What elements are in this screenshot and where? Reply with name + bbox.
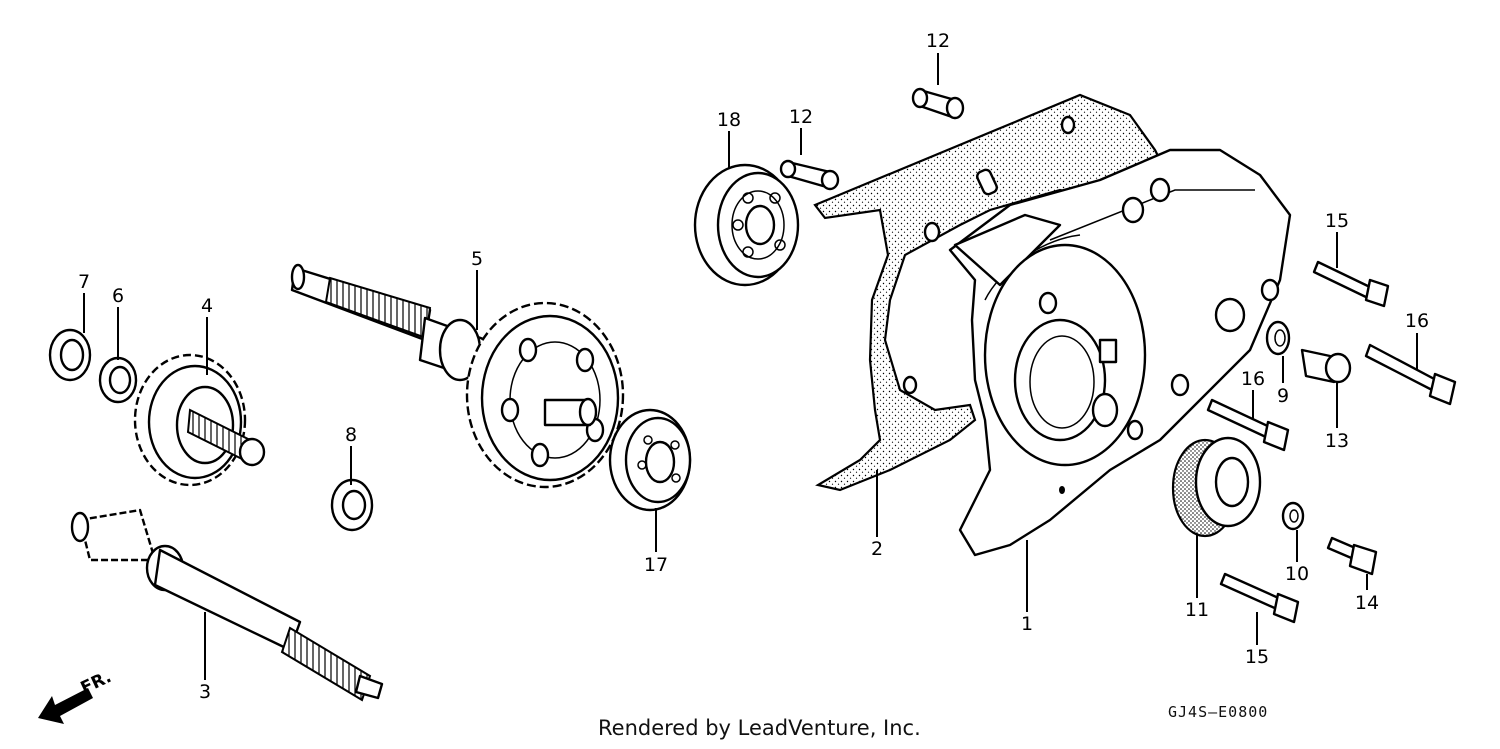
part-12-dowel-pin-upper: [911, 87, 965, 120]
part-10-washer: [1281, 501, 1305, 531]
part-1-transmission-cover: [948, 148, 1292, 557]
front-marker-label: FR.: [78, 667, 115, 698]
part-17-bearing: [608, 408, 692, 512]
callout-13: 13: [1325, 430, 1349, 452]
part-16-bolt-left: [1206, 398, 1290, 452]
callout-6: 6: [112, 285, 124, 307]
callout-2: 2: [871, 538, 883, 560]
part-14-bolt: [1326, 536, 1378, 576]
callout-4: 4: [201, 295, 213, 317]
part-4-gear: [133, 353, 266, 487]
callout-5: 5: [471, 248, 483, 270]
callout-3: 3: [199, 681, 211, 703]
callout-16-left: 16: [1241, 368, 1265, 390]
part-18-bearing: [693, 163, 800, 287]
callout-9: 9: [1277, 385, 1289, 407]
part-15-bolt-upper: [1312, 260, 1390, 308]
callout-14: 14: [1355, 592, 1379, 614]
part-12-dowel-pin: [779, 159, 840, 191]
callout-16-right: 16: [1405, 310, 1429, 332]
leader-lines: [83, 53, 1418, 680]
callout-1: 1: [1021, 613, 1033, 635]
callout-15-lower: 15: [1245, 646, 1269, 668]
callout-12: 12: [789, 106, 813, 128]
callout-12-upper: 12: [926, 30, 950, 52]
part-8-washer: [330, 478, 374, 532]
callout-10: 10: [1285, 563, 1309, 585]
part-5-gear-teeth: [465, 301, 625, 489]
callout-11: 11: [1185, 599, 1209, 621]
callout-17: 17: [644, 554, 668, 576]
drawing-code: GJ4S–E0800: [1168, 703, 1269, 721]
part-5-final-shaft-gear: [290, 263, 625, 489]
part-11-oil-seal: [1171, 436, 1262, 538]
part-16-bolt-right: [1364, 343, 1457, 406]
part-6-washer: [98, 356, 138, 404]
callout-7: 7: [78, 271, 90, 293]
callout-8: 8: [345, 424, 357, 446]
render-credit: Rendered by LeadVenture, Inc.: [598, 716, 921, 740]
callout-15-upper: 15: [1325, 210, 1349, 232]
part-15-bolt-lower: [1219, 572, 1300, 624]
part-7-washer: [48, 328, 92, 382]
callouts: 12 18 12 5 7 6 4 8 3 17 2 1 11 15 16 16 …: [78, 30, 1429, 703]
front-direction-arrow-icon: FR.: [38, 667, 115, 724]
part-3-drive-shaft: [70, 508, 384, 702]
part-9-washer: [1265, 320, 1291, 356]
part-13-bolt: [1300, 348, 1352, 384]
callout-18: 18: [717, 109, 741, 131]
